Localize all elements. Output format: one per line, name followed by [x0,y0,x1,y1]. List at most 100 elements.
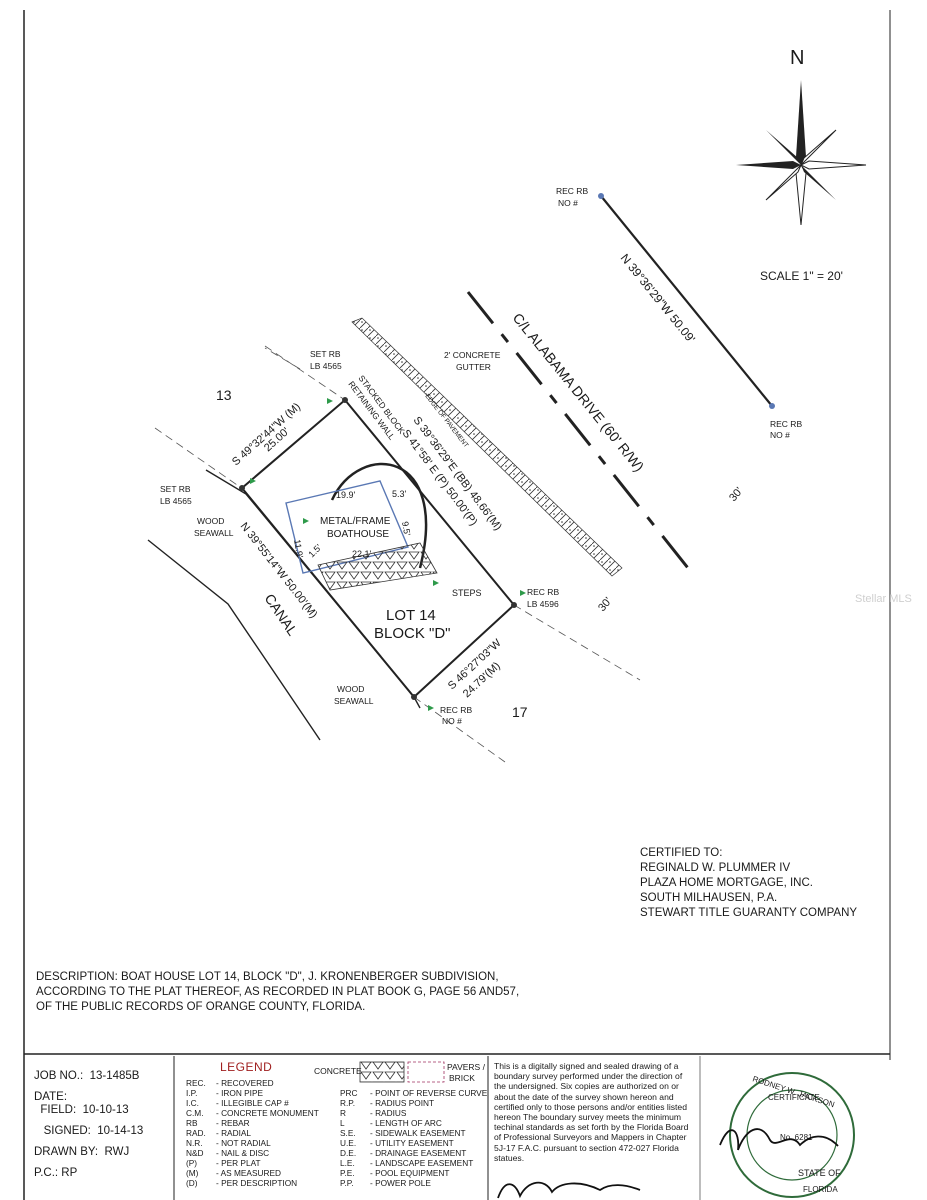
pavers-swatch [407,1061,445,1083]
legend-key: (M) [186,1168,199,1178]
description-line: OF THE PUBLIC RECORDS OF ORANGE COUNTY, … [36,1001,366,1013]
legend-column-1: REC.- RECOVERED I.P.- IRON PIPE I.C.- IL… [186,1078,319,1188]
signature-seal [719,1128,839,1151]
legend-key: P.P. [340,1178,354,1188]
road-centerline [466,291,690,569]
legend-value: - LENGTH OF ARC [370,1118,442,1128]
pavers-label: PAVERS / [447,1062,485,1072]
legend-key: N.R. [186,1138,203,1148]
legend-key: R.P. [340,1098,356,1108]
legend-value: - PER DESCRIPTION [216,1178,298,1188]
centerline-reference [600,195,773,407]
seal-number: No. 6281 [780,1133,813,1142]
legal-description: DESCRIPTION: BOAT HOUSE LOT 14, BLOCK "D… [36,970,556,1015]
legend-value: - PER PLAT [216,1158,261,1168]
bearing-top: S 49°32'44"W (M) [230,401,303,468]
legend-value: - POWER POLE [370,1178,431,1188]
legend-key: RB [186,1118,198,1128]
legend-value: - RADIUS POINT [370,1098,435,1108]
certified-line: STEWART TITLE GUARANTY COMPANY [640,907,858,919]
boathouse-label: METAL/FRAME [320,516,391,527]
legend-value: - IRON PIPE [216,1088,264,1098]
legend-value: - DRAINAGE EASEMENT [370,1148,467,1158]
rec-rb-top: REC RB [556,186,588,196]
block-label: BLOCK "D" [374,625,451,642]
legend-column-2: PRC- POINT OF REVERSE CURVE R.P.- RADIUS… [340,1088,487,1188]
legend-value: - UTILITY EASEMENT [370,1138,454,1148]
lot-14-label: LOT 14 [386,607,436,624]
north-arrow-icon [736,80,867,226]
lot-boundary [240,398,516,699]
dim-22-1: 22.1' [352,549,372,559]
signed-date: 10-14-13 [97,1125,144,1137]
gutter-label-2: GUTTER [456,362,491,372]
legend-key: REC. [186,1078,206,1088]
gutter-label: 2' CONCRETE [444,350,501,360]
road-width-upper: 30' [727,485,745,504]
north-label: N [790,47,804,69]
set-rb-left-lb: LB 4565 [160,496,192,506]
canal-edge-upper [205,469,421,709]
seal-certificate: CERTIFICATE [768,1093,820,1102]
legend-key: RAD. [186,1128,206,1138]
survey-notice: This is a digitally signed and sealed dr… [494,1061,689,1163]
certified-line: REGINALD W. PLUMMER IV [640,862,791,874]
edge-of-pavement [351,317,623,577]
legend-value: - NAIL & DISC [216,1148,270,1158]
legend-title: LEGEND [220,1060,273,1074]
concrete-label: CONCRETE [314,1066,362,1076]
certified-line: PLAZA HOME MORTGAGE, INC. [640,877,813,889]
description-line: ACCORDING TO THE PLAT THEREOF, AS RECORD… [36,986,520,998]
dim-5-3: 5.3' [392,489,407,499]
scale-label: SCALE 1" = 20' [760,269,843,283]
pc-label: P.C.: [34,1167,59,1179]
legend-key: R [340,1108,346,1118]
rec-rb-bottom: REC RB [440,705,472,715]
signature-notice [497,1181,641,1199]
legend-value: - LANDSCAPE EASEMENT [370,1158,474,1168]
pc-value: RP [61,1167,78,1179]
legend-key: I.C. [186,1098,199,1108]
legend-key: PRC [340,1088,358,1098]
dim-1-5: 1.5' [306,542,323,559]
rec-rb-top-no: NO # [558,198,578,208]
legend-key: (P) [186,1158,198,1168]
description-line: DESCRIPTION: BOAT HOUSE LOT 14, BLOCK "D… [36,971,499,983]
certified-heading: CERTIFIED TO: [640,847,723,859]
dim-11-9: 11.9' [292,539,305,559]
legend-key: P.E. [340,1168,355,1178]
rec-rb-mid-no: NO # [770,430,790,440]
legend-key: D.E. [340,1148,357,1158]
set-rb-top-lb: LB 4565 [310,361,342,371]
set-rb-left: SET RB [160,484,191,494]
legend-key: C.M. [186,1108,204,1118]
dim-19-9: 19.9' [336,490,356,500]
legend-value: - SIDEWALK EASEMENT [370,1128,466,1138]
legend-value: - REBAR [216,1118,250,1128]
lot-13-label: 13 [216,387,232,403]
legend-value: - POOL EQUIPMENT [370,1168,450,1178]
seal-state: STATE OF [798,1168,841,1178]
legend-value: - ILLEGIBLE CAP # [216,1098,289,1108]
drawn-by-value: RWJ [104,1146,130,1158]
drawn-by-label: DRAWN BY: [34,1146,99,1158]
set-rb-top: SET RB [310,349,341,359]
legend-value: - RADIAL [216,1128,252,1138]
rec-rb-lb4596: REC RB [527,587,559,597]
wood-seawall-top-2: SEAWALL [194,528,234,538]
boathouse-label-2: BOATHOUSE [327,529,389,540]
lot-17-label: 17 [512,704,528,720]
road-width-lower: 30' [596,595,614,614]
certified-to-block: CERTIFIED TO: REGINALD W. PLUMMER IV PLA… [640,846,857,921]
legend-value: - RADIUS [370,1108,407,1118]
legend-value: - CONCRETE MONUMENT [216,1108,319,1118]
rec-rb-bottom-no: NO # [442,716,462,726]
concrete-swatch [359,1061,405,1083]
legend-key: I.P. [186,1088,198,1098]
legend-key: (D) [186,1178,198,1188]
steps-label: STEPS [452,588,482,598]
job-no-value: 13-1485B [89,1070,140,1082]
rec-rb-lb4596-no: LB 4596 [527,599,559,609]
legend-key: L [340,1118,345,1128]
